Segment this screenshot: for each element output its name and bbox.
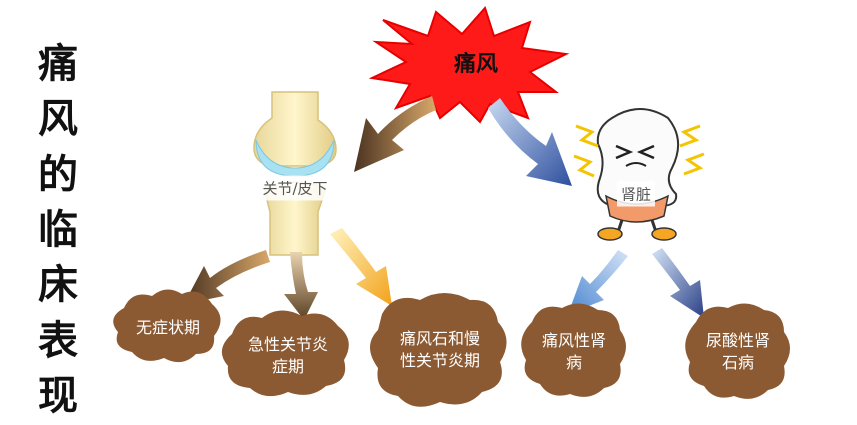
eye-right <box>636 144 655 160</box>
outcome-blobs <box>113 289 790 407</box>
title-char: 风 <box>38 96 78 143</box>
outcome-tophi: 痛风石和慢 性关节炎期 <box>400 328 480 372</box>
outcome-line: 急性关节炎 <box>247 335 329 354</box>
title-char: 现 <box>38 372 78 419</box>
arrow-to-nephropathy <box>568 250 628 314</box>
burst-shape <box>368 6 570 124</box>
eye-left <box>615 144 634 160</box>
title-char: 表 <box>38 317 78 364</box>
foot-left <box>597 227 623 241</box>
outcome-line: 尿酸性肾 <box>705 331 771 350</box>
joint-illustration <box>253 91 337 256</box>
upper-bone <box>253 91 337 167</box>
arrow-to-kidney <box>488 98 572 186</box>
foot-right <box>651 227 677 241</box>
blob-stone <box>685 303 790 399</box>
arrow-to-acute <box>284 252 318 320</box>
vertical-title: 痛 风 的 临 床 表 现 <box>30 40 86 420</box>
title-char: 痛 <box>38 41 78 87</box>
kidney-character <box>573 108 705 241</box>
outcome-line: 性关节炎期 <box>399 351 481 370</box>
mouth <box>625 162 647 167</box>
arrow-to-tophi <box>330 228 392 306</box>
pain-mark-right-2 <box>683 152 705 176</box>
title-char: 床 <box>38 262 78 309</box>
blob-nephropathy <box>521 303 626 397</box>
blob-tophi <box>370 293 507 407</box>
blob-acute <box>221 310 349 397</box>
center-label: 痛风 <box>453 52 499 77</box>
blob-asymptomatic <box>113 289 221 363</box>
joint-capsule <box>255 139 335 177</box>
title-char: 临 <box>38 206 78 253</box>
pain-mark-left <box>575 124 599 148</box>
arrow-to-stone <box>652 248 704 318</box>
starburst <box>368 6 570 124</box>
title-char: 的 <box>38 151 78 198</box>
pain-mark-right <box>679 124 701 148</box>
arrow-to-asymptomatic <box>184 250 270 304</box>
arrow-to-joint <box>354 96 436 172</box>
outcome-asymptomatic: 无症状期 <box>136 317 200 339</box>
kidney-label: 肾脏 <box>616 181 656 207</box>
joint-label: 关节/皮下 <box>258 175 332 201</box>
outcome-line: 痛风性肾 <box>541 331 607 350</box>
outcome-stone: 尿酸性肾 石病 <box>706 330 770 374</box>
outcome-line: 病 <box>565 353 583 372</box>
arrows <box>184 96 704 320</box>
outcome-line: 痛风石和慢 <box>399 329 481 348</box>
outcome-nephropathy: 痛风性肾 病 <box>542 330 606 374</box>
pain-mark-left-2 <box>573 154 595 178</box>
outcome-line: 无症状期 <box>135 318 201 337</box>
outcome-line: 症期 <box>271 357 305 376</box>
outcome-line: 石病 <box>721 353 755 372</box>
outcome-acute: 急性关节炎 症期 <box>248 334 328 378</box>
